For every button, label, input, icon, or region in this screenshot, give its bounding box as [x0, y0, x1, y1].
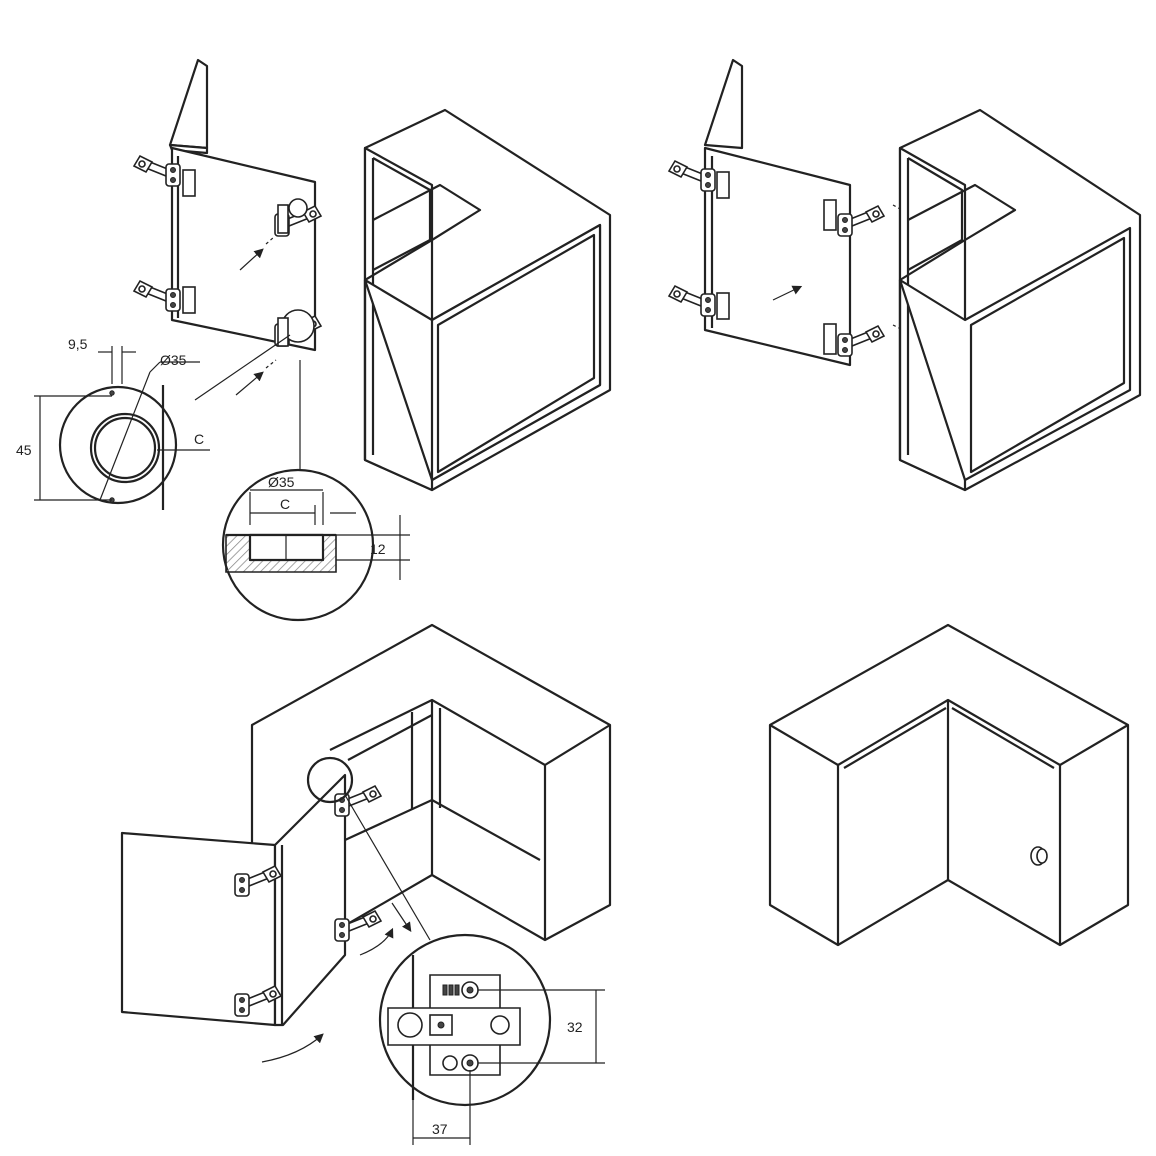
hole-spacing-label: 45 [16, 442, 32, 458]
detail-top-view: 9,5 Ø35 45 C [16, 334, 291, 510]
corner-cabinet-1 [363, 108, 612, 492]
step-2-panel [668, 58, 1142, 492]
step-1-panel: 9,5 Ø35 45 C Ø35 C [16, 58, 612, 622]
door-hinges-right [274, 198, 322, 347]
insertion-arrows [235, 236, 277, 396]
corner-cabinet-closed [768, 623, 1130, 947]
detail-mounting-plate: 32 37 [306, 756, 605, 1145]
door-panel [170, 146, 317, 352]
edge-distance-top-label: C [194, 431, 204, 447]
cup-depth-label: 12 [370, 541, 386, 557]
step-3-panel: 32 37 [120, 623, 612, 1145]
plate-offset-label: 37 [432, 1121, 448, 1137]
rotation-arrows [261, 902, 412, 1063]
door-hinges-left [133, 155, 196, 314]
detail-section-view: Ø35 C 12 [221, 360, 410, 622]
cup-diameter-section-label: Ø35 [268, 474, 295, 490]
corner-cabinet-2 [898, 108, 1142, 492]
step-4-panel [768, 623, 1130, 947]
doors-folding [120, 773, 382, 1027]
hole-offset-label: 9,5 [68, 336, 88, 352]
door-hinges-2 [668, 160, 885, 357]
door-left-open [168, 58, 209, 155]
plate-spacing-label: 32 [567, 1019, 583, 1035]
edge-distance-section-label: C [280, 496, 290, 512]
cup-diameter-top-label: Ø35 [160, 352, 187, 368]
door-left-open-2 [703, 58, 852, 367]
